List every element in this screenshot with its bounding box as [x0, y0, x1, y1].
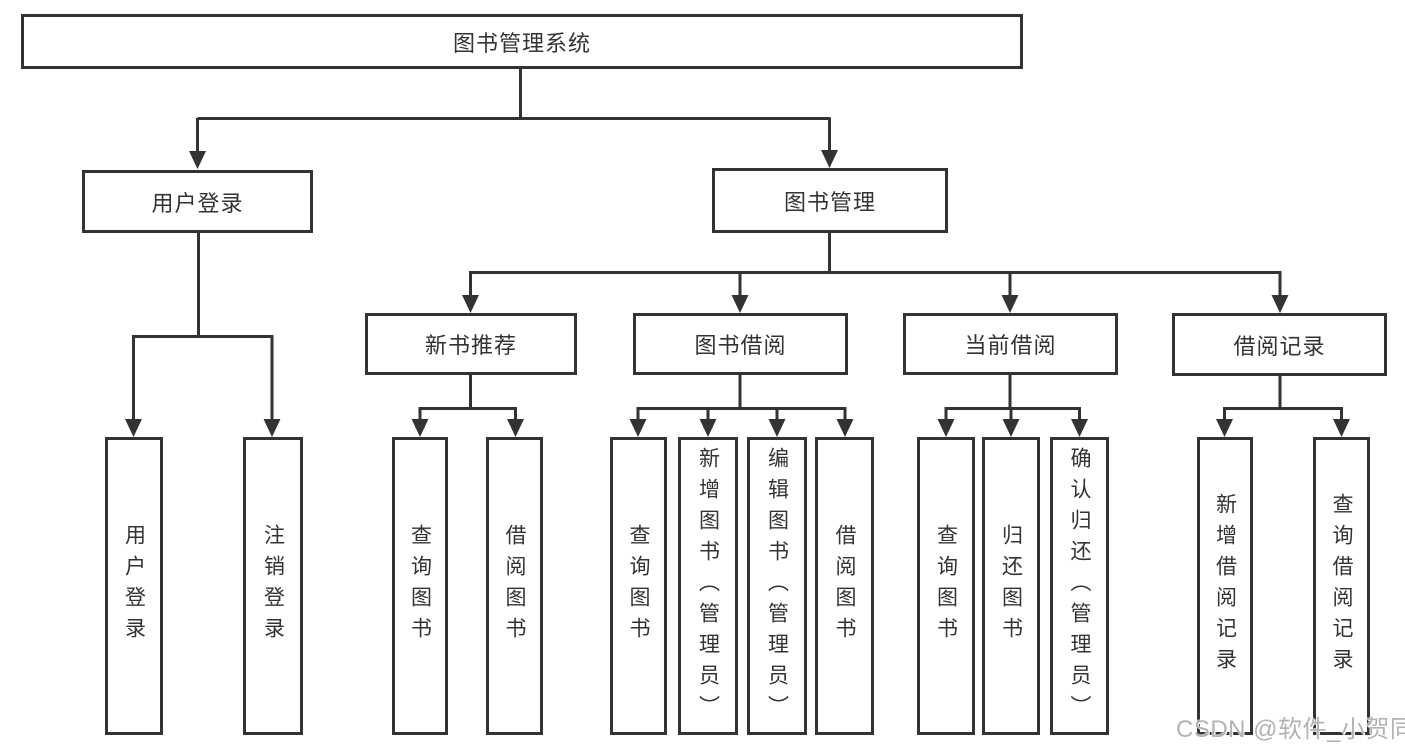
csdn-watermark: CSDN @软件_小贺同学 [1176, 716, 1405, 743]
leaf-query-borrow-record-label: 查询借阅记录 [1330, 493, 1353, 679]
connector-records-to-leaves [1216, 376, 1350, 437]
connector-bookmgmt-to-level2 [462, 233, 1289, 313]
connector-recommendation-to-leaves [411, 375, 524, 437]
node-book-borrowing-label: 图书借阅 [694, 333, 787, 358]
leaf-borrow-books-borrowing-label: 借阅图书 [833, 524, 856, 648]
leaf-query-books-borrowing: 查询图书 [610, 437, 667, 735]
leaf-add-borrow-record-label: 新增借阅记录 [1213, 493, 1237, 679]
leaf-add-book-admin: 新增图书（管理员） [678, 437, 738, 735]
connector-userlogin-to-leaves [125, 233, 281, 437]
leaf-query-books-recommendation-label: 查询图书 [408, 524, 432, 648]
leaf-confirm-return-admin-label: 确认归还（管理员） [1068, 446, 1091, 726]
leaf-add-book-admin-label: 新增图书（管理员） [696, 446, 720, 726]
leaf-query-borrow-record: 查询借阅记录 [1313, 437, 1370, 735]
leaf-query-books-current-label: 查询图书 [934, 524, 958, 648]
node-user-login-label: 用户登录 [151, 190, 244, 216]
connector-root-to-level1 [189, 69, 838, 169]
connector-borrowing-to-leaves [629, 375, 854, 437]
leaf-user-login-label: 用户登录 [122, 524, 146, 648]
leaf-logout: 注销登录 [243, 437, 303, 735]
leaf-add-borrow-record: 新增借阅记录 [1197, 437, 1253, 735]
node-current-borrowing: 当前借阅 [903, 313, 1118, 375]
leaf-logout-label: 注销登录 [261, 524, 285, 648]
node-book-borrowing: 图书借阅 [633, 313, 848, 375]
leaf-borrow-books-recommendation-label: 借阅图书 [503, 524, 526, 648]
leaf-return-books: 归还图书 [982, 437, 1040, 735]
leaf-edit-book-admin-label: 编辑图书（管理员） [765, 446, 789, 726]
leaf-borrow-books-borrowing: 借阅图书 [815, 437, 874, 735]
leaf-user-login: 用户登录 [105, 437, 163, 735]
node-new-book-recommendation-label: 新书推荐 [424, 333, 517, 358]
leaf-confirm-return-admin: 确认归还（管理员） [1050, 437, 1109, 735]
node-borrowing-records-label: 借阅记录 [1233, 333, 1326, 359]
node-user-login: 用户登录 [82, 170, 313, 233]
leaf-borrow-books-recommendation: 借阅图书 [486, 437, 543, 735]
leaf-edit-book-admin: 编辑图书（管理员） [747, 437, 807, 735]
leaf-query-books-borrowing-label: 查询图书 [627, 524, 650, 648]
node-book-management-label: 图书管理 [783, 189, 876, 215]
leaf-return-books-label: 归还图书 [999, 524, 1023, 648]
connector-current-to-leaves [937, 375, 1088, 437]
leaf-query-books-recommendation: 查询图书 [392, 437, 448, 735]
node-borrowing-records: 借阅记录 [1172, 313, 1387, 376]
node-new-book-recommendation: 新书推荐 [365, 313, 577, 375]
node-current-borrowing-label: 当前借阅 [964, 333, 1057, 358]
node-book-management: 图书管理 [712, 168, 948, 233]
leaf-query-books-current: 查询图书 [917, 437, 975, 735]
root-node-label: 图书管理系统 [452, 30, 591, 56]
root-node-library-management-system: 图书管理系统 [21, 14, 1023, 69]
